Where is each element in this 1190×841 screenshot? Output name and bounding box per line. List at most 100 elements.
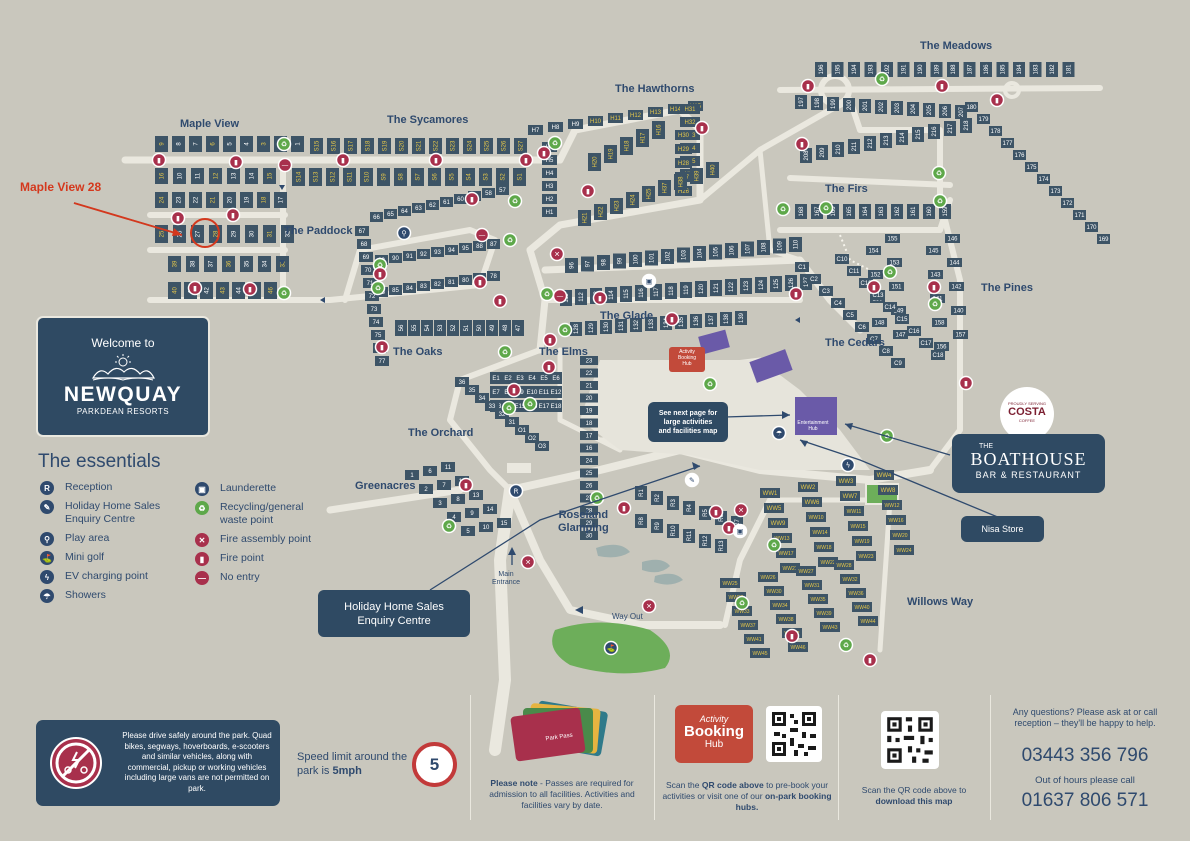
activity-qr-code-icon[interactable] [766,706,822,762]
plot-16 [580,443,598,453]
plot-H31 [680,104,700,114]
plot-151 [889,282,904,291]
plot-label: H9 [572,122,580,128]
plot-label: 24 [160,196,166,203]
plot-label: 209 [820,147,826,158]
plot-98 [597,255,610,270]
plot-WW22 [818,557,838,567]
plot-S1 [513,168,526,186]
plot-20 [580,393,598,403]
svg-text:☂: ☂ [776,430,782,438]
plot-label: 63 [415,206,422,212]
plot-label: 81 [448,280,455,286]
plot-label: S20 [400,140,406,151]
area-label-maple-view: Maple View [180,118,240,130]
plot-label: 11 [445,465,452,471]
plot-label: 194 [852,64,858,75]
plot-WW17 [776,548,796,558]
plot-label: 54 [425,324,431,331]
plot-label: 6 [428,469,432,475]
recycling-icon: ♻ [502,232,518,248]
plot-label: 52 [451,324,457,331]
plot-115 [620,286,632,302]
plot-label: 177 [1002,141,1013,147]
legend-label: EV charging point [65,570,148,582]
plot-label: 139 [739,312,745,323]
plot-94 [445,245,458,255]
plot-74 [369,317,383,327]
map-qr-code-icon[interactable] [881,711,939,769]
plot-87 [487,239,500,249]
plot-label: 102 [666,251,672,262]
plot-label: S11 [348,171,354,182]
plot-169 [1097,234,1110,244]
plot-label: H3 [546,184,554,190]
plot-46 [264,282,277,299]
plot-label: 126 [789,277,795,288]
svg-text:♻: ♻ [594,495,600,503]
entertainment-hub-label: Entertainment Hub [797,420,829,432]
fire-point-icon: ▮ [934,78,950,94]
plot-label: 163 [879,206,885,217]
fire-point-icon: ▮ [228,154,244,170]
plot-label: 58 [485,191,492,197]
plot-C16 [907,326,921,336]
plot-label: 183 [1034,64,1040,75]
plot-label: R3 [671,499,677,507]
plot-label: C7 [870,337,878,343]
plot-label: 137 [709,314,715,325]
plot-label: 80 [462,278,469,284]
plot-label: 204 [911,103,917,114]
plot-67 [355,226,369,236]
entertainment-hub-building [795,397,837,435]
plot-73 [367,304,381,314]
plot-label: 175 [1026,165,1037,171]
plot-label: H25 [647,188,653,200]
plot-WW29 [726,592,746,602]
fire-point-icon: ▮ [958,375,974,391]
plot-26 [580,481,598,490]
plot-19 [240,192,253,208]
plot-WW7 [840,491,860,501]
plot-label: H19 [609,148,615,160]
plot-133 [645,317,657,331]
svg-text:♻: ♻ [707,381,713,389]
area-label-sycamores: The Sycamores [387,114,469,126]
plot-label: 49 [490,324,496,331]
plot-label: H20 [593,156,599,168]
plot-label: 70 [365,268,372,274]
plot-4 [447,512,461,522]
showers-icon: ☂ [40,589,54,603]
plot-47 [512,320,524,336]
plot-186 [980,62,992,77]
svg-text:▮: ▮ [794,291,798,299]
plot-108 [757,240,770,255]
plot-label: WW37 [741,623,756,629]
plot-label: 16 [160,172,166,179]
fire-assembly-icon: ✕ [641,598,657,614]
svg-text:Park Pass: Park Pass [545,733,573,743]
plot-label: E3 [516,376,524,382]
plot-204 [907,102,919,116]
plot-114 [605,287,617,303]
out-of-hours-phone[interactable]: 01637 806 571 [1021,790,1149,811]
svg-text:♻: ♻ [281,141,287,149]
fire-point-icon: ▮ [225,207,241,223]
reception-phone[interactable]: 03443 356 796 [1021,745,1149,766]
plot-12 [209,168,222,184]
plot-label: R9 [655,522,661,530]
plot-label: 186 [984,64,990,75]
plot-S26 [497,138,510,154]
plot-label: H2 [546,197,554,203]
plot-R5 [699,506,711,520]
area-label-willows: Willows Way [907,596,974,608]
svg-text:✎: ✎ [689,477,695,485]
plot-152 [868,270,883,279]
plot-35 [240,256,253,272]
plot-label: 133 [649,318,655,329]
plot-182 [1046,62,1058,77]
plot-label: S6 [433,173,439,181]
plot-6 [206,136,219,152]
svg-text:▮: ▮ [598,295,602,303]
plot-label: 36 [459,380,466,386]
